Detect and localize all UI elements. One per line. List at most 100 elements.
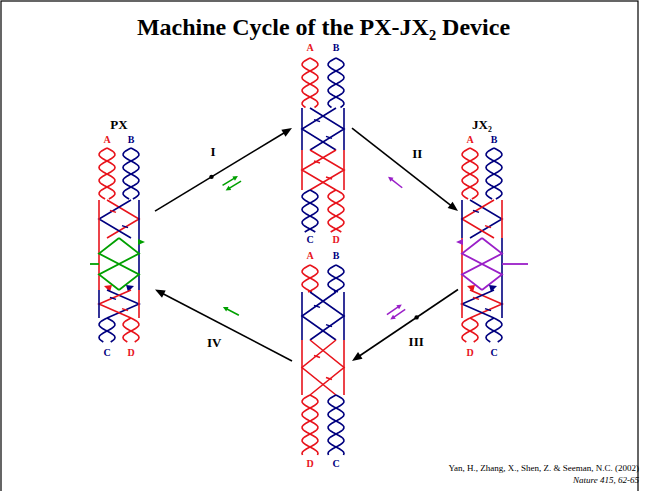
set-strand-toehold [502, 263, 528, 265]
crossover-strand [302, 150, 336, 190]
helix-strand [462, 318, 478, 342]
helix-strand [302, 395, 318, 455]
step-number: III [408, 335, 425, 349]
helix-strand [123, 148, 139, 199]
crossover-strand [98, 200, 100, 238]
helix-strand [138, 238, 140, 290]
base-pair-tick [314, 356, 320, 358]
base-pair-tick [326, 325, 332, 327]
base-pair-tick [485, 309, 491, 311]
strand-end-letter: D [332, 234, 339, 246]
crossover-strand [501, 290, 503, 318]
slide-title: Machine Cycle of the PX-JX₂ Device [0, 12, 647, 42]
helix-strand [302, 265, 318, 292]
helix-strand [486, 148, 502, 199]
base-pair-tick [110, 210, 116, 212]
crossover-strand [343, 150, 345, 190]
helix-strand [328, 190, 344, 232]
strand-end-arrowhead [138, 239, 145, 245]
arrow-shaft [155, 132, 285, 211]
crossover-strand [302, 108, 336, 150]
helix-strand [328, 395, 344, 455]
base-pair-tick [326, 177, 332, 179]
step-number: I [210, 145, 217, 159]
arrow-head [352, 352, 363, 361]
helix-strand [462, 148, 478, 199]
helix-strand [123, 318, 139, 342]
strand-end-letter: A [466, 134, 473, 146]
arrow-shaft [359, 290, 458, 357]
set-strand [99, 238, 139, 290]
base-pair-tick [473, 297, 479, 299]
helix-strand [302, 58, 318, 108]
strand-end-letter: C [306, 234, 313, 246]
arrow-head [281, 128, 292, 137]
strand-end-letter: D [306, 458, 313, 470]
strand-exchange-arrows [209, 175, 241, 191]
citation-text: Nature 415, 62-65 [573, 475, 639, 486]
dna-structure: JX₂ABDC [458, 118, 518, 363]
crossover-strand [98, 290, 100, 318]
base-pair-tick [326, 136, 332, 138]
strand-end-letter: A [306, 250, 313, 262]
base-pair-tick [485, 226, 491, 228]
base-pair-tick [314, 305, 320, 307]
cycle-step-arrow [352, 290, 458, 362]
crossover-strand [343, 340, 345, 395]
step-number: II [411, 147, 423, 161]
base-pair-tick [314, 161, 320, 163]
crossover-strand [301, 108, 303, 150]
exchange-arrow [391, 179, 402, 188]
helix-strand [302, 190, 318, 232]
helix-strand [302, 265, 318, 292]
exchange-arrow [387, 307, 399, 315]
helix-strand [328, 265, 344, 292]
crossover-strand [138, 200, 140, 238]
crossover-strand [462, 290, 494, 318]
set-strand [462, 238, 502, 290]
strand-end-letter: C [490, 347, 497, 359]
helix-strand [99, 148, 115, 199]
crossover-strand [462, 200, 494, 238]
exchange-arrow-head [223, 307, 229, 312]
crossover-strand [301, 150, 303, 190]
helix-strand [99, 318, 115, 342]
helix-strand [302, 395, 318, 455]
strand-end-letter: B [333, 250, 340, 262]
strand-end-letter: D [127, 347, 134, 359]
crossover-strand [99, 200, 131, 238]
cycle-step-arrow [155, 290, 292, 362]
set-strand-toehold [90, 263, 99, 265]
helix-strand [328, 190, 344, 232]
helix-strand [328, 395, 344, 455]
helix-strand [99, 148, 115, 199]
strand-end-letter: B [128, 134, 135, 146]
strand-end-letter: A [103, 134, 110, 146]
helix-strand [123, 318, 139, 342]
crossover-strand [302, 340, 336, 395]
helix-strand [123, 148, 139, 199]
helix-strand [461, 238, 463, 290]
crossover-strand [302, 292, 336, 340]
helix-strand [486, 318, 502, 342]
crossover-strand [138, 290, 140, 318]
dna-structure: ABDC [292, 250, 352, 472]
helix-strand [486, 318, 502, 342]
crossover-strand [99, 290, 131, 318]
helix-strand [302, 190, 318, 232]
helix-strand [328, 58, 344, 108]
set-strand [462, 238, 502, 290]
strand-end-letter: A [306, 42, 313, 54]
helix-strand [99, 318, 115, 342]
crossover-strand [343, 292, 345, 340]
dna-structure: ABCD [292, 42, 352, 247]
strand-exchange-arrows [387, 304, 419, 319]
exchange-arrow [226, 309, 238, 315]
base-pair-tick [122, 309, 128, 311]
arrow-head [448, 202, 458, 211]
crossover-strand [470, 200, 502, 238]
arrow-head [155, 290, 166, 298]
